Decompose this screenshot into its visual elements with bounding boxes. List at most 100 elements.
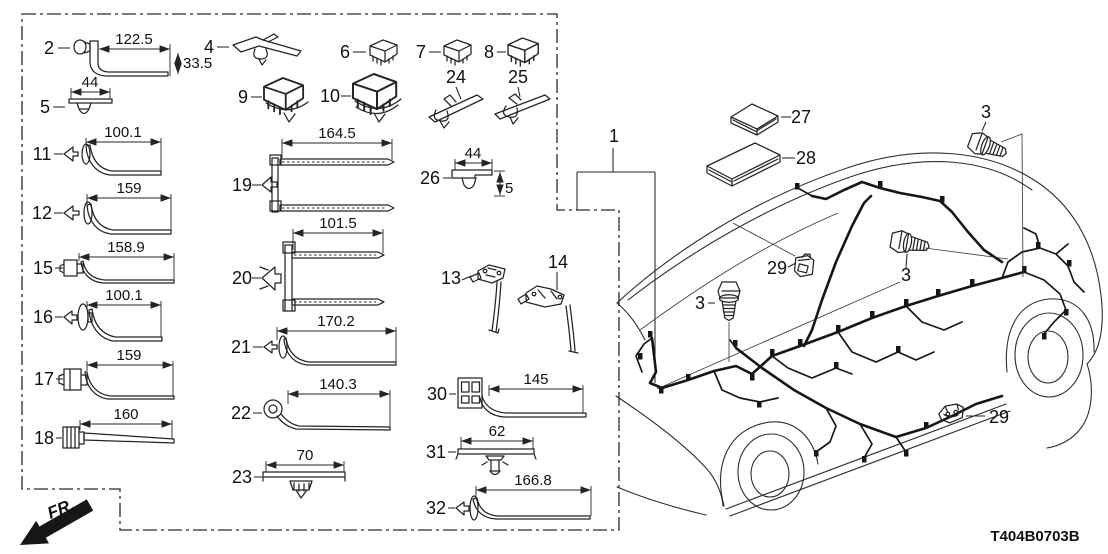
part-15-dim: 158.9 [107,239,145,256]
part-9-icon [263,77,305,116]
bolt-icon-left [717,281,741,322]
part-17-dim: 159 [116,347,141,364]
part-16: 16 100.1 [33,287,163,342]
part-29-label-upper: 29 [767,258,787,278]
part-3-label-left: 3 [695,293,705,313]
part-4-icon [232,33,302,66]
part-26-dim-height: 5 [505,180,513,197]
part-9: 9 [238,77,309,123]
part-4-label: 4 [204,37,214,57]
part-30-dim: 145 [523,371,548,388]
part-18-dim: 160 [113,406,138,423]
part-15: 15 158.9 [33,239,175,284]
floor-wire-harness [635,180,1085,463]
part-18-icon [62,426,175,449]
part-7-icon [443,39,472,66]
part-2-label: 2 [44,38,54,58]
part-23-label: 23 [232,467,252,487]
part-29-upper: 29 [732,222,815,278]
part-5-dim: 44 [82,74,99,91]
clip-29-icon-upper [793,253,815,278]
part-8-icon [507,37,539,67]
part-12-label: 12 [32,203,52,223]
part-3-middle: 3 [888,228,1009,285]
part-9-label: 9 [238,87,248,107]
part-23-icon [262,471,346,499]
part-20: 20 101.5 [232,215,385,312]
part-13-icon [469,264,506,334]
part-2-icon [73,39,169,77]
part-25: 25 [494,67,551,125]
part-31-label: 31 [426,442,446,462]
part-18-label: 18 [34,428,54,448]
part-8-label: 8 [484,42,494,62]
part-27-icon [730,103,779,136]
part-21: 21 170.2 [231,313,397,366]
part-27-label: 27 [791,107,811,127]
part-21-label: 21 [231,337,251,357]
part-20-label: 20 [232,268,252,288]
drawing-code: T404B0703B [990,528,1079,545]
part-16-label: 16 [33,307,53,327]
part-3-label-top: 3 [981,102,991,122]
part-30-icon [457,377,587,418]
fr-arrow-icon [20,499,94,545]
part-6-label: 6 [340,42,350,62]
part-13: 13 [441,264,506,334]
part-30-label: 30 [427,384,447,404]
part-5-label: 5 [40,97,50,117]
part-15-icon [59,259,175,284]
part-14-label: 14 [548,252,568,272]
part-17-icon [58,368,175,400]
part-26: 26 44 5 [420,145,513,197]
part-27: 27 [730,103,811,136]
bolt-icon-top [965,129,1011,165]
part-14: 14 [517,252,579,354]
part-26-icon [451,169,493,190]
front-wheel-arch [720,421,819,507]
part-19-icon [261,154,395,213]
part-32-dim: 166.8 [514,472,552,489]
part-10: 10 [320,72,402,123]
part-12-dim: 159 [116,180,141,197]
part-20-icon [259,241,385,312]
part-12-icon [63,201,172,235]
part-29-label-lower: 29 [989,407,1009,427]
part-18: 18 160 [34,406,175,449]
part-5-icon [68,98,113,115]
part-24-label: 24 [446,67,466,87]
part-28-icon [706,142,781,187]
part-10-label: 10 [320,86,340,106]
parts-panel-border [21,13,620,531]
part-6-icon [369,39,398,66]
part-2-dim-height: 33.5 [183,55,212,72]
part-22-dim: 140.3 [319,376,357,393]
part-12: 12 159 [32,180,172,235]
bolt-icon-middle [888,228,932,259]
harness-connectors [638,181,1072,463]
part-28-label: 28 [796,148,816,168]
clip-29-icon-lower [938,403,964,424]
part-11-icon [63,143,162,176]
part-29-lower: 29 [938,403,1009,427]
part-2-dim-width: 122.5 [115,31,153,48]
part-19-label: 19 [232,175,252,195]
part-11-dim: 100.1 [104,124,142,141]
part-6: 6 [340,39,398,66]
part-8: 8 [484,37,539,67]
part-24: 24 [428,67,484,129]
part-17-label: 17 [34,369,54,389]
part-3-top: 3 [965,102,1024,278]
part-30: 30 145 [427,371,587,418]
part-31-icon [455,448,537,476]
part-23: 23 70 [232,447,346,499]
part-17: 17 159 [34,347,175,400]
part-11-label: 11 [33,144,52,164]
part-22-label: 22 [231,403,251,423]
part-28: 28 [706,142,816,187]
part-5: 5 44 [40,74,113,117]
front-wheel [737,433,805,511]
rear-wheel [1014,312,1084,398]
part-4: 4 [204,33,302,66]
